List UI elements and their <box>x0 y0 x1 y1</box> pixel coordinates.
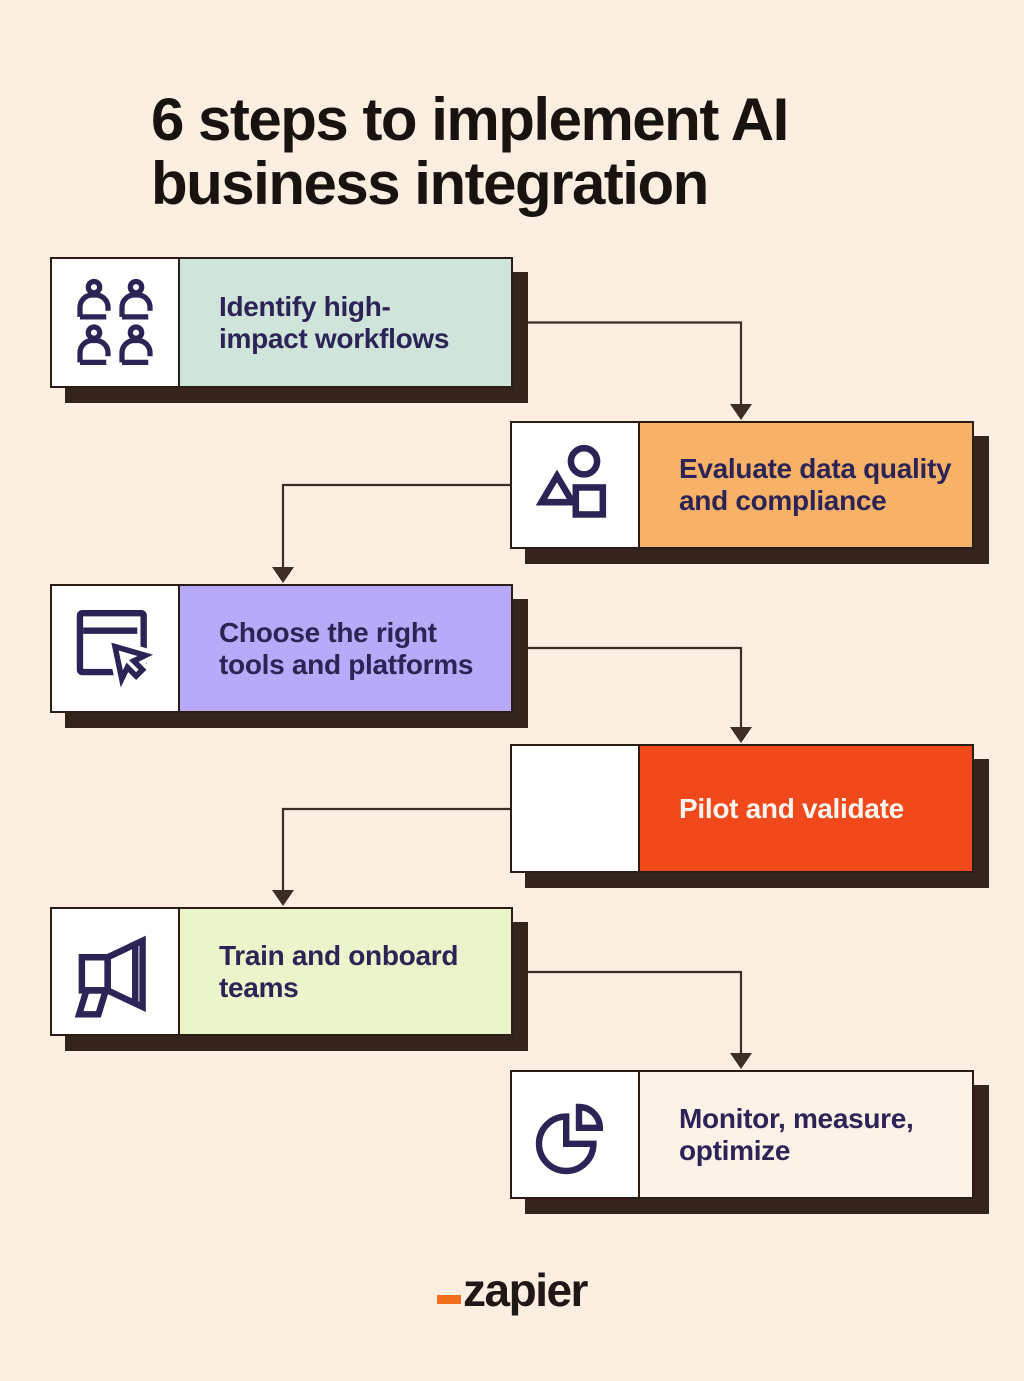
icon-box <box>52 259 180 386</box>
page-title-line2: business integration <box>151 150 709 218</box>
pie-chart-icon <box>535 1103 604 1174</box>
team-icon <box>77 278 153 365</box>
step-label: Monitor, measure, optimize <box>679 1102 914 1166</box>
empty-icon-box <box>512 746 640 871</box>
connector-step5-step6 <box>505 970 743 1058</box>
step-label: Train and onboard teams <box>219 939 459 1003</box>
zapier-logo: zapier <box>0 1264 1024 1316</box>
step-label: Choose the right tools and platforms <box>219 616 474 680</box>
step-card-choose-tools: Choose the right tools and platforms <box>50 584 513 713</box>
connector-step2-step3 <box>281 483 516 572</box>
arrow-down-icon <box>730 727 752 743</box>
page-title-line1: 6 steps to implement AI <box>151 86 789 154</box>
step-card-body: Choose the right tools and platforms <box>180 586 511 711</box>
arrow-down-icon <box>730 1053 752 1069</box>
step-card-monitor-optimize: Monitor, measure, optimize <box>510 1070 974 1199</box>
step-card-body: Train and onboard teams <box>180 909 511 1034</box>
step-card-body: Identify high- impact workflows <box>180 259 511 386</box>
arrow-down-icon <box>730 404 752 420</box>
step-label: Pilot and validate <box>679 792 904 824</box>
step-card-body: Pilot and validate <box>640 746 972 871</box>
step-card-body: Monitor, measure, optimize <box>640 1072 972 1197</box>
icon-box <box>52 909 180 1034</box>
connector-step1-step2 <box>505 321 743 409</box>
zapier-underscore-icon <box>437 1294 462 1304</box>
step-label: Identify high- impact workflows <box>219 290 450 354</box>
icon-box <box>512 423 640 547</box>
icon-box <box>52 586 180 711</box>
zapier-wordmark: zapier <box>463 1264 588 1316</box>
step-card-body: Evaluate data quality and compliance <box>640 423 972 547</box>
step-label: Evaluate data quality and compliance <box>679 453 952 516</box>
connector-step3-step4 <box>505 646 743 732</box>
browser-cursor-icon <box>76 609 163 696</box>
step-card-evaluate-data: Evaluate data quality and compliance <box>510 421 974 549</box>
step-card-identify-workflows: Identify high- impact workflows <box>50 257 513 388</box>
arrow-down-icon <box>272 567 294 583</box>
shapes-icon <box>535 444 607 518</box>
arrow-down-icon <box>272 890 294 906</box>
page-title: 6 steps to implement AI business integra… <box>151 86 789 218</box>
icon-box <box>512 1072 640 1197</box>
megaphone-icon <box>74 935 146 1018</box>
step-card-train-teams: Train and onboard teams <box>50 907 513 1036</box>
connector-step4-step5 <box>281 807 516 895</box>
step-card-pilot-validate: Pilot and validate <box>510 744 974 873</box>
